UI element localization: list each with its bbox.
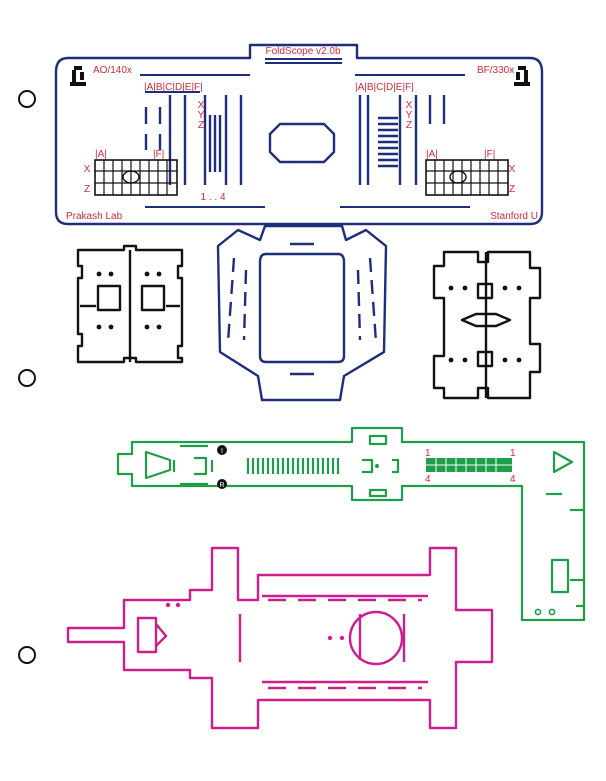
svg-text:|A|: |A| <box>426 149 438 160</box>
svg-text:X: X <box>406 100 413 111</box>
svg-text:|F|: |F| <box>153 149 164 160</box>
green-num-4-left: 4 <box>425 474 431 485</box>
lens-hole-icon <box>449 170 467 184</box>
stage-piece <box>216 224 388 402</box>
binder-hole-icon <box>18 646 36 664</box>
marker-bottom-label: R <box>219 482 224 489</box>
green-grating-right <box>426 458 512 472</box>
svg-text:Z: Z <box>509 184 515 195</box>
svg-text:Y: Y <box>198 110 205 121</box>
credit-right: Stanford U <box>490 211 538 222</box>
binder-holes <box>18 90 36 664</box>
svg-text:X: X <box>509 164 516 175</box>
microscope-icon <box>70 66 86 86</box>
black-piece-right <box>432 250 542 400</box>
marker-top-label: I <box>221 448 223 455</box>
letters-top-right: |A|B|C|D|E|F| <box>355 82 414 93</box>
objective-left-label: AO/140x <box>93 65 132 76</box>
main-panel: FoldScope v2.0b AO/140x BF/330x |A|B|C|D… <box>54 43 544 226</box>
marker-circle-top <box>217 445 227 455</box>
xyz-markers-right: X Y Z <box>406 100 413 131</box>
magenta-piece <box>66 546 494 730</box>
stage-outline <box>216 224 388 402</box>
binder-hole-icon <box>18 90 36 108</box>
marker-circle-bottom <box>217 479 227 489</box>
stage-window <box>258 252 346 364</box>
grid-right: |A| |F| X Z <box>425 149 516 196</box>
central-window <box>268 122 336 164</box>
svg-text:X: X <box>198 100 205 111</box>
tab-title: FoldScope v2.0b <box>265 46 340 57</box>
svg-text:|F|: |F| <box>484 149 495 160</box>
lens-hole-icon <box>122 170 140 184</box>
letters-top-left: |A|B|C|D|E|F| <box>144 82 203 93</box>
green-grating-left <box>246 458 340 474</box>
objective-right-label: BF/330x <box>477 65 514 76</box>
green-num-4-right: 4 <box>510 474 516 485</box>
green-piece: I R <box>116 426 586 622</box>
green-num-1-right: 1 <box>510 448 516 459</box>
main-panel-outline <box>54 43 544 226</box>
left-slots <box>144 91 265 208</box>
right-slots <box>340 95 470 208</box>
svg-text:Z: Z <box>198 120 204 131</box>
grid-left: |A| |F| X Z <box>84 149 178 196</box>
svg-text:Z: Z <box>406 120 412 131</box>
credit-left: Prakash Lab <box>66 211 123 222</box>
magenta-outline <box>66 546 494 730</box>
binder-hole-icon <box>18 369 36 387</box>
ladder-grating <box>378 116 398 168</box>
svg-text:X: X <box>84 164 91 175</box>
green-outline <box>116 426 586 622</box>
range-label: 1 . . 4 <box>200 192 225 203</box>
microscope-icon <box>514 66 530 86</box>
green-num-1-left: 1 <box>425 448 431 459</box>
black-piece-left <box>76 244 184 364</box>
svg-text:Z: Z <box>84 184 90 195</box>
svg-text:|A|: |A| <box>95 149 107 160</box>
xyz-markers-left: X Y Z <box>198 100 205 131</box>
svg-text:Y: Y <box>406 110 413 121</box>
